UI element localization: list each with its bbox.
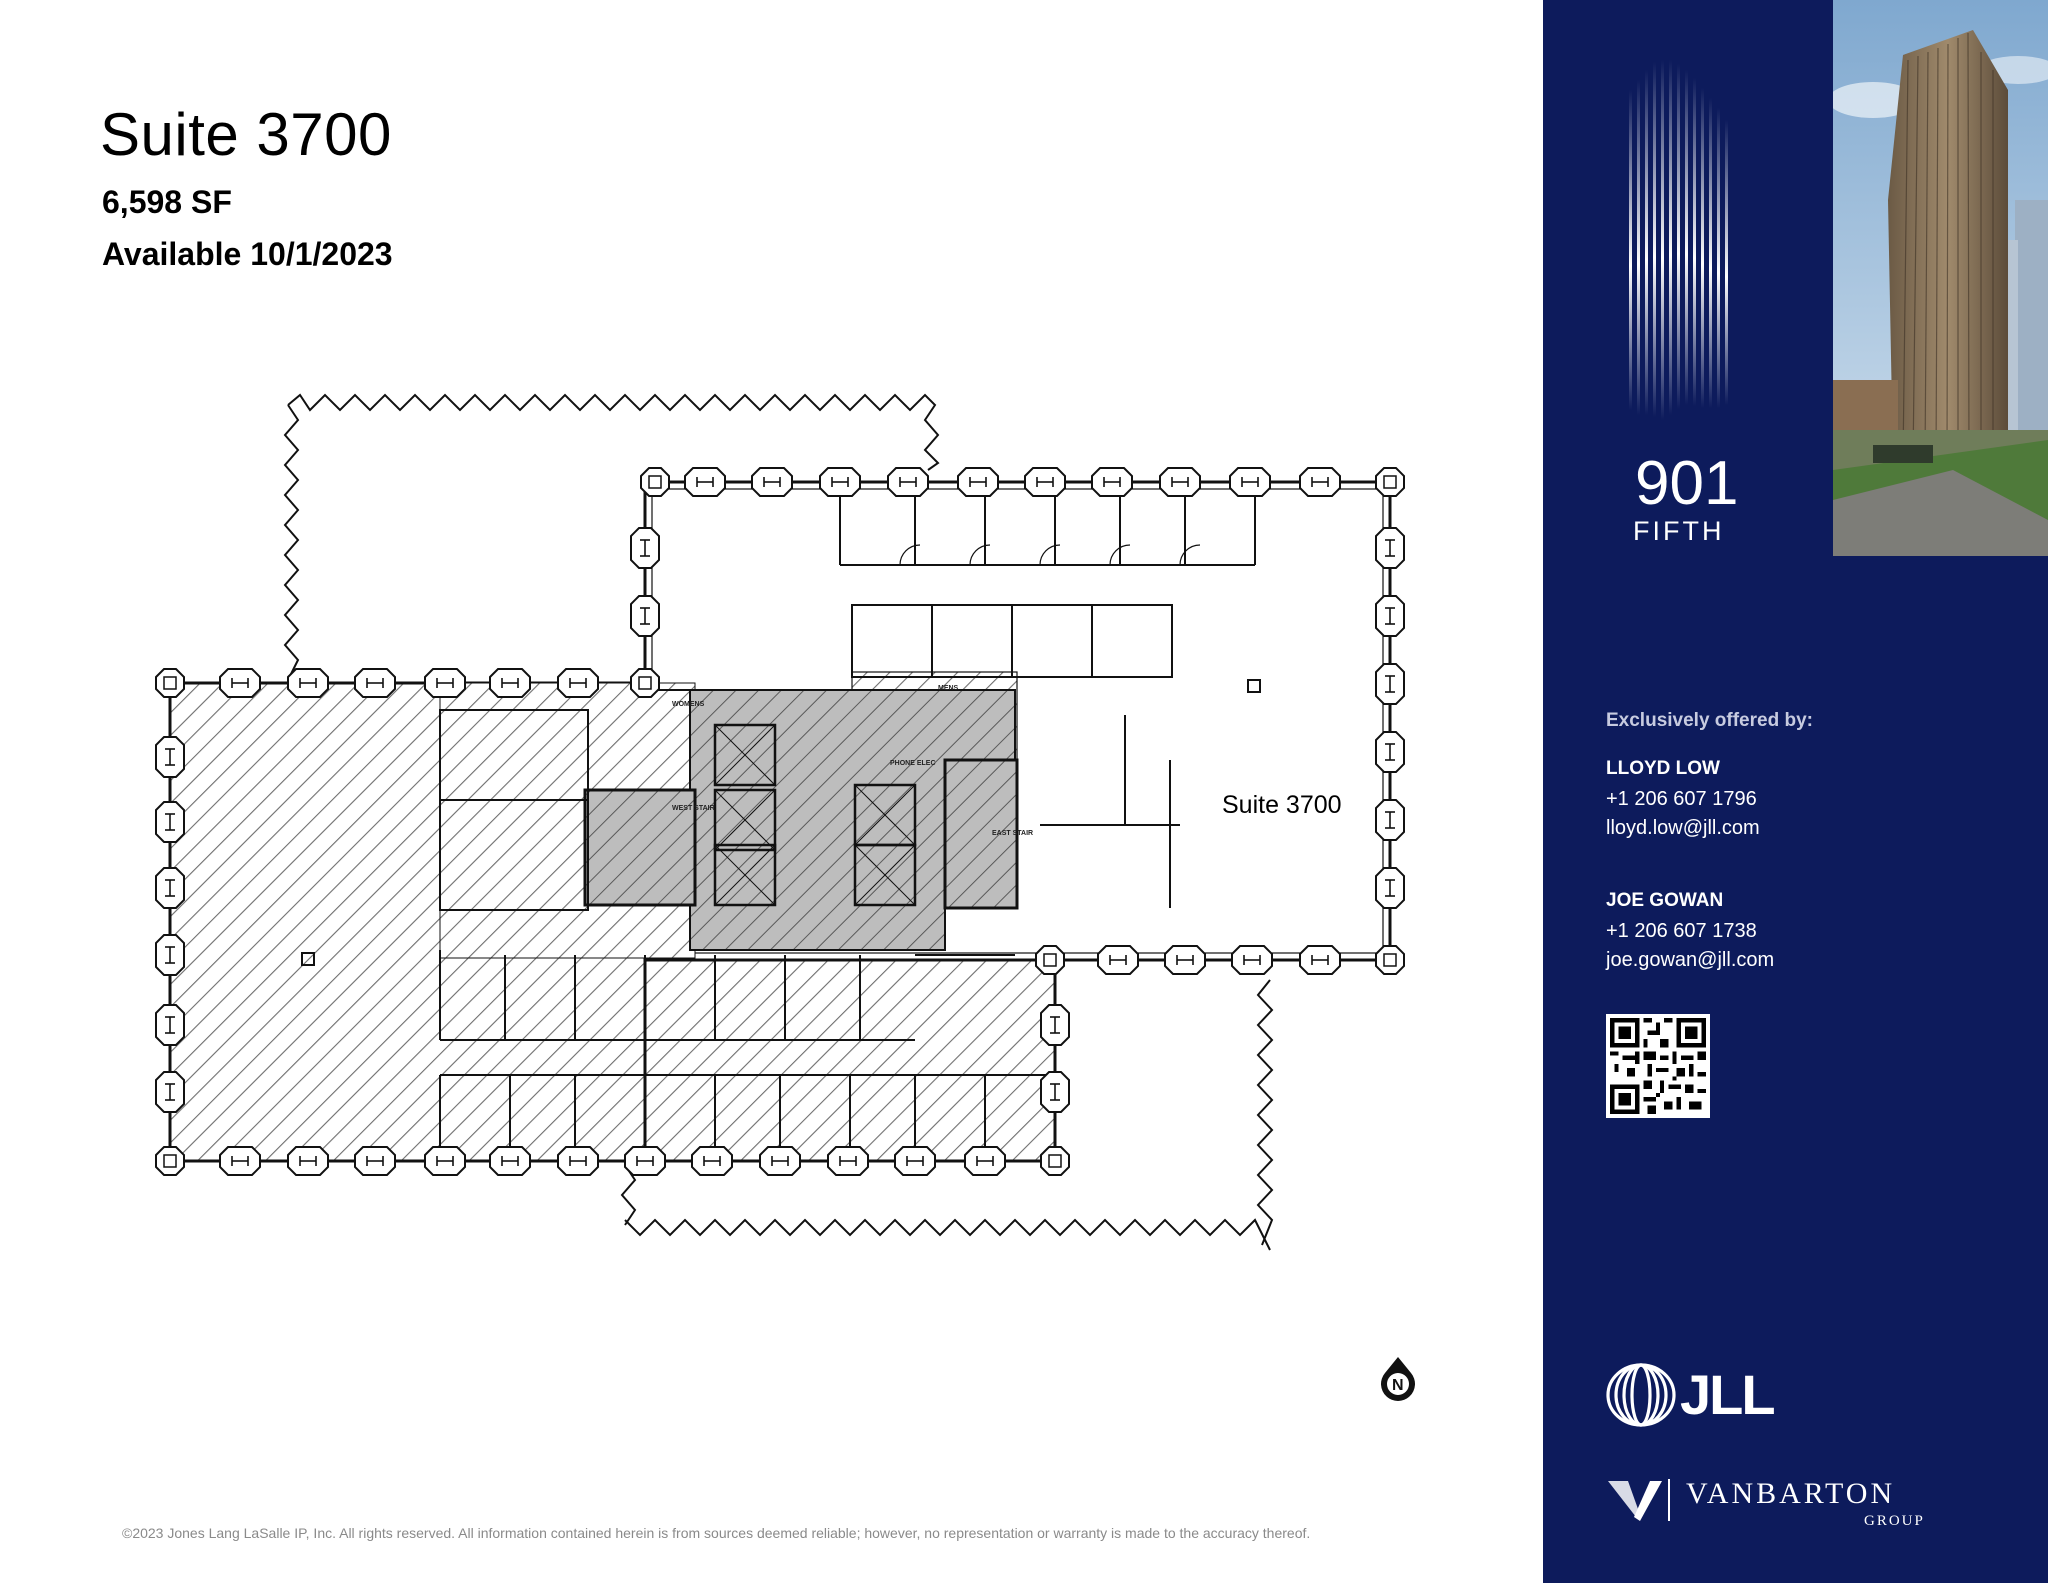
north-arrow-letter: N <box>1392 1377 1404 1394</box>
suite-3700-label: Suite 3700 <box>1222 791 1342 819</box>
north-arrow-icon: N <box>1381 1357 1415 1401</box>
qr-code-icon[interactable] <box>1606 1014 1710 1118</box>
jll-rings-icon <box>1606 1363 1676 1427</box>
agent-lloyd-low: LLOYD LOW +1 206 607 1796 lloyd.low@jll.… <box>1606 758 1760 846</box>
terrace-upper-left <box>287 393 940 471</box>
floorplan-page: Suite 3700 6,598 SF Available 10/1/2023 <box>100 101 1415 1541</box>
agent-phone[interactable]: +1 206 607 1738 <box>1606 920 1757 942</box>
agent-email[interactable]: lloyd.low@jll.com <box>1606 817 1760 839</box>
vanbarton-group: GROUP <box>1864 1513 1925 1529</box>
agent-name: LLOYD LOW <box>1606 758 1720 779</box>
jll-wordmark: JLL <box>1680 1363 1776 1426</box>
agent-email[interactable]: joe.gowan@jll.com <box>1606 949 1775 971</box>
label-mens: MENS <box>938 685 959 692</box>
vanbarton-wordmark: VANBARTON <box>1686 1477 1896 1510</box>
footer-disclaimer: ©2023 Jones Lang LaSalle IP, Inc. All ri… <box>122 1525 1311 1541</box>
offered-by-heading: Exclusively offered by: <box>1606 710 1813 731</box>
vanbarton-v-icon <box>1608 1479 1670 1521</box>
building-photo <box>1833 0 2048 556</box>
jll-logo: JLL <box>1606 1360 1806 1430</box>
agent-joe-gowan: JOE GOWAN +1 206 607 1738 joe.gowan@jll.… <box>1606 890 1774 978</box>
building-number: 901 <box>1635 449 1738 518</box>
terrace-lower-right <box>624 1218 1271 1251</box>
suite-availability: Available 10/1/2023 <box>102 236 393 272</box>
label-phone-elec: PHONE ELEC <box>890 760 936 767</box>
suite-size: 6,598 SF <box>102 184 232 220</box>
floor-plan: WOMENS MENS PHONE ELEC WEST STAIR EAST S… <box>155 393 1415 1401</box>
agent-name: JOE GOWAN <box>1606 890 1724 911</box>
vanbarton-logo: VANBARTON GROUP <box>1606 1475 1936 1535</box>
building-logo: 901 FIFTH <box>1629 60 1738 546</box>
label-womens: WOMENS <box>672 701 705 708</box>
agent-phone[interactable]: +1 206 607 1796 <box>1606 788 1757 810</box>
label-east-stair: EAST STAIR <box>992 830 1033 837</box>
page-title: Suite 3700 <box>100 101 392 168</box>
building-name: FIFTH <box>1633 516 1724 546</box>
sidebar: 901 FIFTH <box>1543 0 2048 1583</box>
label-west-stair: WEST STAIR <box>672 805 715 812</box>
